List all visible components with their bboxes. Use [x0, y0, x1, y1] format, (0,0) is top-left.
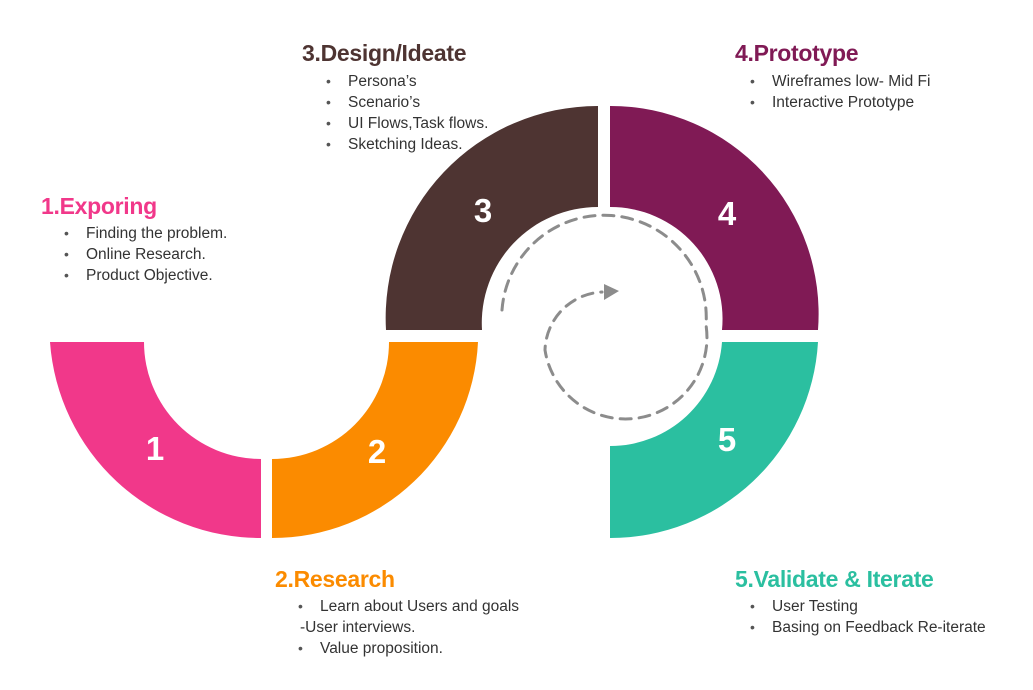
segment-5-number: 5 — [718, 421, 736, 458]
list-item: •User Testing — [750, 598, 858, 615]
stage-4-title: 4.Prototype — [735, 40, 859, 66]
list-item: •Scenario’s — [326, 94, 421, 111]
stage-1-title: 1.Exporing — [41, 193, 157, 219]
list-item: •Online Research. — [64, 246, 206, 263]
list-item-continuation: -User interviews. — [300, 619, 416, 636]
stage-3-title: 3.Design/Ideate — [302, 40, 467, 66]
stage-5-bullets: •User Testing •Basing on Feedback Re-ite… — [746, 596, 986, 638]
list-item: •Interactive Prototype — [750, 94, 915, 111]
segment-2 — [272, 342, 478, 539]
segment-1 — [50, 342, 261, 539]
stage-2-title: 2.Research — [275, 566, 395, 592]
stage-4-bullets: •Wireframes low- Mid Fi •Interactive Pro… — [746, 71, 930, 113]
list-item: •Sketching Ideas. — [326, 136, 463, 153]
list-item: •Value proposition. — [298, 640, 443, 657]
list-item: •Learn about Users and goals — [298, 598, 520, 615]
segment-4 — [610, 105, 819, 331]
segment-1-number: 1 — [146, 430, 164, 467]
segment-3 — [385, 105, 598, 330]
list-item: •Persona’s — [326, 73, 417, 90]
list-item: •Wireframes low- Mid Fi — [750, 73, 931, 90]
segment-5 — [610, 342, 818, 539]
segment-2-number: 2 — [368, 433, 386, 470]
list-item: •Finding the problem. — [64, 225, 228, 242]
segment-4-number: 4 — [718, 195, 737, 232]
cycle-arrow-dashes — [500, 213, 709, 421]
cycle-arrow-head-icon — [604, 284, 619, 300]
stage-1-bullets: •Finding the problem. •Online Research. … — [60, 223, 227, 286]
stage-5-title: 5.Validate & Iterate — [735, 566, 934, 592]
list-item: •UI Flows,Task flows. — [326, 115, 489, 132]
list-item: •Basing on Feedback Re-iterate — [750, 619, 986, 636]
segment-3-number: 3 — [474, 192, 492, 229]
list-item: •Product Objective. — [64, 267, 213, 284]
stage-3-bullets: •Persona’s •Scenario’s •UI Flows,Task fl… — [322, 71, 488, 155]
stage-2-bullets: •Learn about Users and goals -User inter… — [294, 596, 519, 659]
